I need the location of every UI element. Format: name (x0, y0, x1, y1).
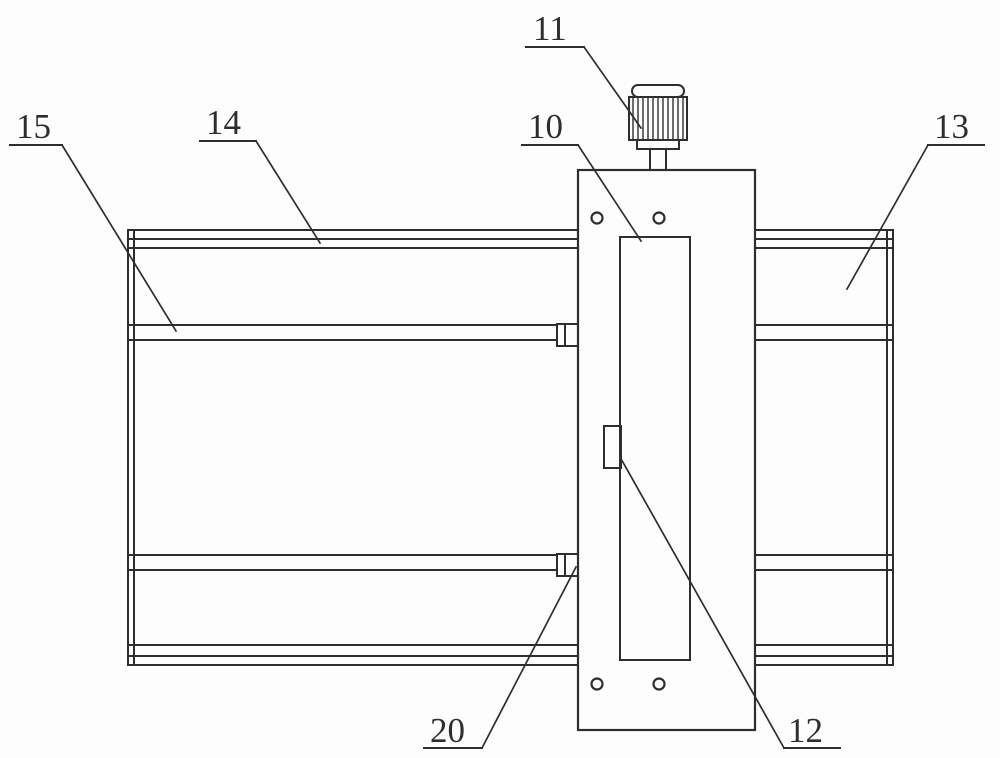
part-labels: 11 15 14 10 13 20 12 (16, 9, 969, 750)
clamp-upper (556, 323, 579, 347)
leader-20 (480, 565, 578, 750)
knob-knurling (632, 97, 684, 140)
mounting-hole-icon (652, 677, 666, 691)
adjust-knob (628, 84, 688, 171)
label-10: 10 (528, 107, 563, 146)
left-rail (127, 229, 579, 666)
leader-13 (845, 143, 930, 291)
label-13: 13 (934, 107, 969, 146)
leader-15 (60, 143, 178, 333)
right-rail (754, 229, 894, 666)
label-14: 14 (206, 103, 241, 142)
leader-lines (60, 45, 930, 750)
label-20: 20 (430, 711, 465, 750)
mounting-hole-icon (590, 677, 604, 691)
label-11: 11 (533, 9, 567, 48)
clamp-outline (556, 553, 579, 577)
clamp-outline (556, 323, 579, 347)
label-12: 12 (788, 711, 823, 750)
leader-12 (618, 455, 786, 750)
mounting-hole-icon (590, 211, 604, 225)
leader-11 (582, 45, 643, 130)
label-underlines (9, 46, 985, 749)
drawing (9, 45, 985, 750)
leader-10 (576, 143, 643, 243)
stop-block (603, 425, 622, 469)
label-15: 15 (16, 107, 51, 146)
knob-shaft (649, 148, 667, 171)
clamp-lower (556, 553, 579, 577)
leader-14 (254, 139, 322, 245)
mounting-hole-icon (652, 211, 666, 225)
